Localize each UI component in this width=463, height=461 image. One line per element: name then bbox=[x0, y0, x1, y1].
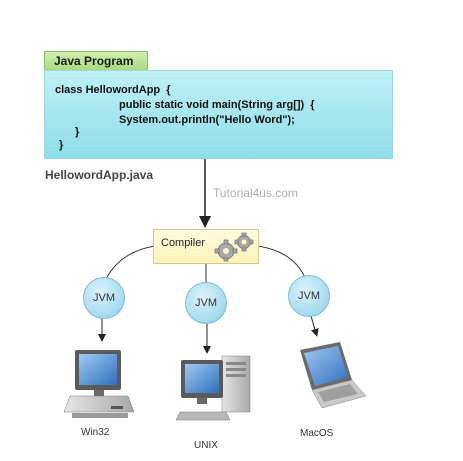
source-filename: HellowordApp.java bbox=[45, 168, 154, 182]
code-box: class HellowordApp { public static void … bbox=[44, 70, 393, 159]
arrow-to-macos bbox=[310, 315, 319, 337]
desktop-computer-icon bbox=[63, 350, 135, 418]
code-line-class: class HellowordApp { bbox=[55, 84, 171, 96]
branch-left bbox=[103, 245, 156, 284]
platform-label-macos: MacOS bbox=[300, 428, 334, 439]
java-program-tab: Java Program bbox=[44, 51, 148, 70]
workstation-tower-icon bbox=[175, 355, 251, 421]
gears-icon bbox=[214, 232, 254, 262]
code-line-close-method: } bbox=[75, 126, 80, 138]
compiler-label: Compiler bbox=[161, 237, 206, 249]
branch-right bbox=[257, 245, 307, 281]
code-line-main: public static void main(String arg[]) { bbox=[119, 99, 315, 111]
watermark: Tutorial4us.com bbox=[213, 186, 298, 200]
code-line-println: System.out.println("Hello Word"); bbox=[119, 114, 295, 126]
jvm-node-unix: JVM bbox=[185, 282, 227, 324]
laptop-icon bbox=[300, 342, 367, 409]
platform-label-unix: UNIX bbox=[194, 440, 218, 451]
compiler-box: Compiler bbox=[153, 229, 259, 264]
code-line-close-class: } bbox=[59, 139, 64, 151]
platform-label-win32: Win32 bbox=[81, 427, 110, 438]
jvm-node-win32: JVM bbox=[83, 277, 125, 319]
jvm-node-macos: JVM bbox=[288, 275, 330, 317]
